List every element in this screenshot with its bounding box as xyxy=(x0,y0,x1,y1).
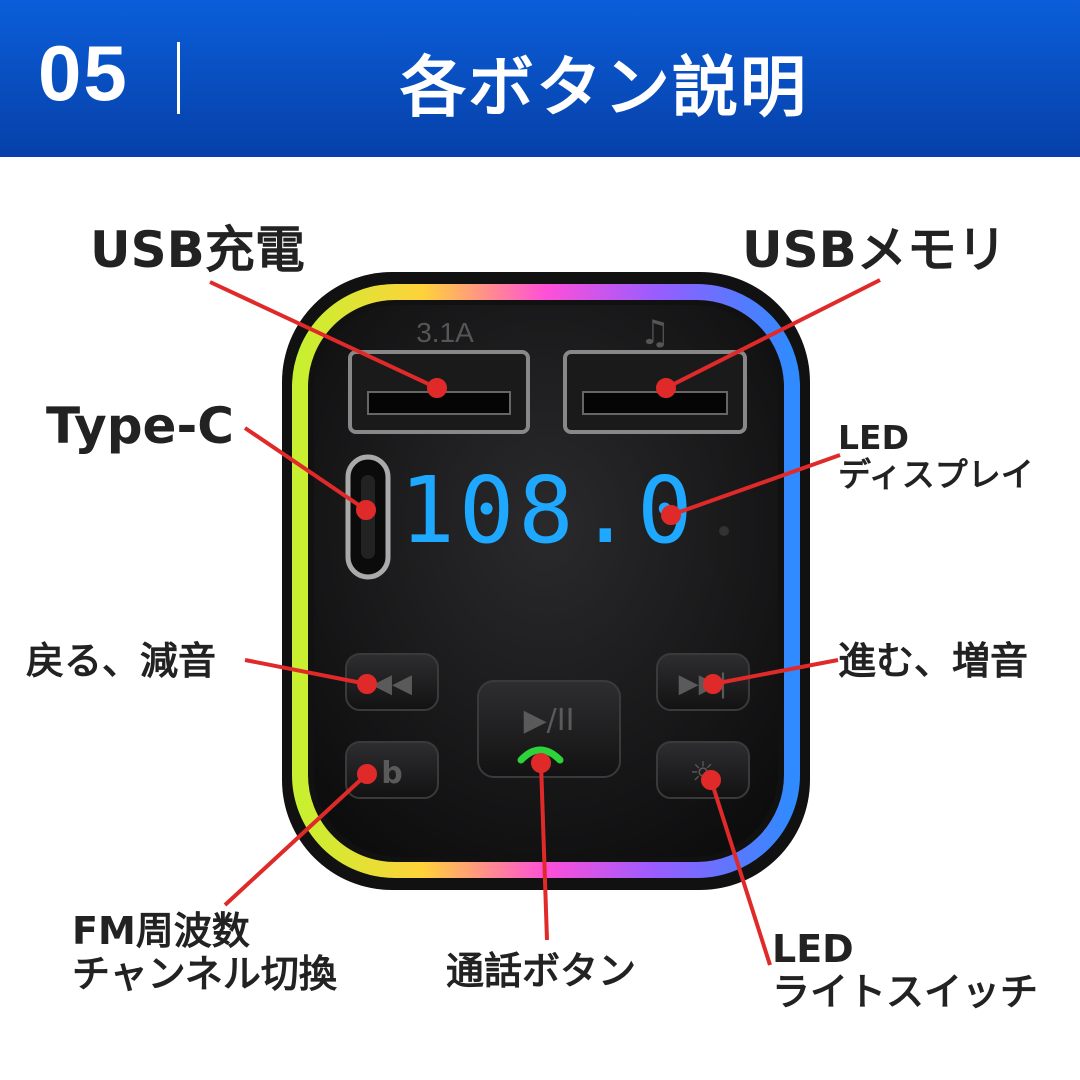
label-led-light-switch: LED ライトスイッチ xyxy=(772,927,1039,1014)
callout-line-back xyxy=(244,658,368,686)
label-usb-charge: USB充電 xyxy=(90,221,305,279)
callout-line-usb-charge xyxy=(209,280,438,390)
section-number: 05 xyxy=(38,29,129,117)
next-button[interactable] xyxy=(656,653,750,711)
callout-line-type-c xyxy=(243,426,368,512)
music-note-icon: ♫ xyxy=(640,313,670,353)
callout-line-fm xyxy=(223,772,369,907)
header-banner: 05 各ボタン説明 xyxy=(0,0,1080,157)
play-pause-icon: ▶/II xyxy=(524,703,575,738)
mic-hole xyxy=(719,526,729,536)
callout-line-usb-memory xyxy=(665,278,881,390)
prev-button[interactable] xyxy=(345,653,439,711)
fm-channel-button[interactable] xyxy=(345,741,439,799)
label-next-volume-up: 進む、増音 xyxy=(838,639,1029,683)
port-rating-label: 3.1A xyxy=(416,317,474,348)
frequency-display: 108.0 xyxy=(400,457,697,564)
label-usb-memory: USBメモリ xyxy=(742,221,1007,279)
phone-icon xyxy=(517,746,564,764)
label-type-c: Type-C xyxy=(46,397,234,455)
callout-line-next xyxy=(712,658,839,686)
label-back-volume-down: 戻る、減音 xyxy=(26,639,217,683)
device-face xyxy=(314,305,778,857)
label-led-display: LED ディスプレイ xyxy=(838,418,1034,494)
play-call-button[interactable] xyxy=(477,680,621,778)
page-title: 各ボタン説明 xyxy=(400,49,808,126)
led-light-button[interactable] xyxy=(656,741,750,799)
fm-icon: b xyxy=(381,756,402,791)
callout-line-led-switch xyxy=(709,779,772,966)
callout-line-call xyxy=(539,762,549,941)
rewind-icon: ◀◀ xyxy=(372,669,412,699)
label-call-button: 通話ボタン xyxy=(446,949,637,993)
label-fm-channel: FM周波数 チャンネル切換 xyxy=(72,909,337,996)
header-separator xyxy=(177,42,180,114)
callout-line-led-display xyxy=(670,453,841,517)
